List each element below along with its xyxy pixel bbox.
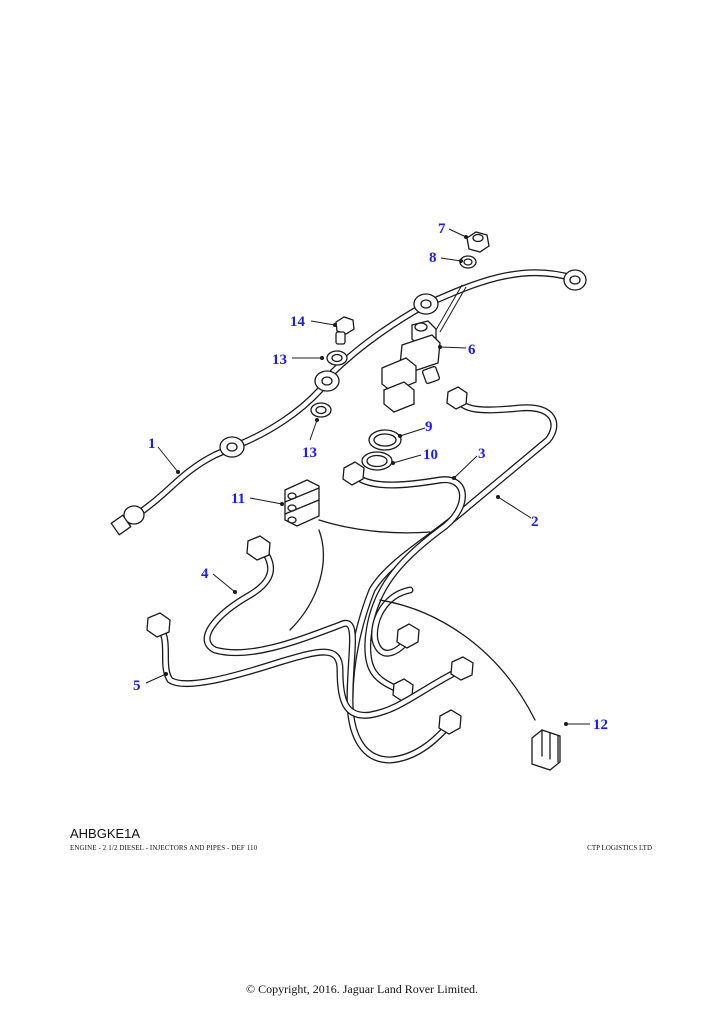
callout-5: 5 [133, 678, 141, 694]
sealing-washer-lower[interactable] [310, 402, 332, 418]
callout-12: 12 [593, 717, 608, 733]
injector-pipe-5[interactable] [146, 612, 474, 719]
leak-off-pipe[interactable] [110, 269, 587, 536]
callout-10: 10 [423, 447, 438, 463]
banjo-bolt[interactable] [335, 316, 355, 345]
sealing-washer-upper[interactable] [326, 350, 348, 366]
washer[interactable] [459, 255, 477, 269]
injector[interactable] [381, 320, 441, 413]
callout-13-lower: 13 [302, 445, 317, 461]
injector-pipe-spare[interactable] [371, 586, 420, 657]
supplier-name: CTP LOGISTICS LTD [587, 844, 652, 852]
callout-13-upper: 13 [272, 352, 287, 368]
callout-7: 7 [438, 221, 446, 237]
pipe-clamp-lower[interactable] [531, 729, 561, 771]
callout-11: 11 [231, 491, 245, 507]
cap-nut[interactable] [466, 231, 490, 253]
callout-2: 2 [531, 514, 539, 530]
callout-1: 1 [148, 436, 156, 452]
pipe-clamp-upper[interactable] [284, 479, 320, 527]
figure-caption: ENGINE - 2 1/2 DIESEL - INJECTORS AND PI… [70, 844, 258, 852]
callout-4: 4 [201, 566, 209, 582]
leader-lines [145, 228, 590, 726]
copper-washer[interactable] [361, 451, 393, 471]
injector-pipe-3[interactable] [342, 461, 466, 702]
copyright-notice: © Copyright, 2016. Jaguar Land Rover Lim… [245, 982, 479, 996]
callout-8: 8 [429, 250, 437, 266]
figure-code: AHBGKE1A [70, 826, 141, 841]
callout-6: 6 [468, 342, 476, 358]
callout-14: 14 [290, 314, 306, 330]
heat-shield-washer[interactable] [368, 429, 402, 451]
callout-9: 9 [425, 419, 433, 435]
injector-pipe-4[interactable] [203, 535, 462, 764]
callout-3: 3 [478, 446, 486, 462]
